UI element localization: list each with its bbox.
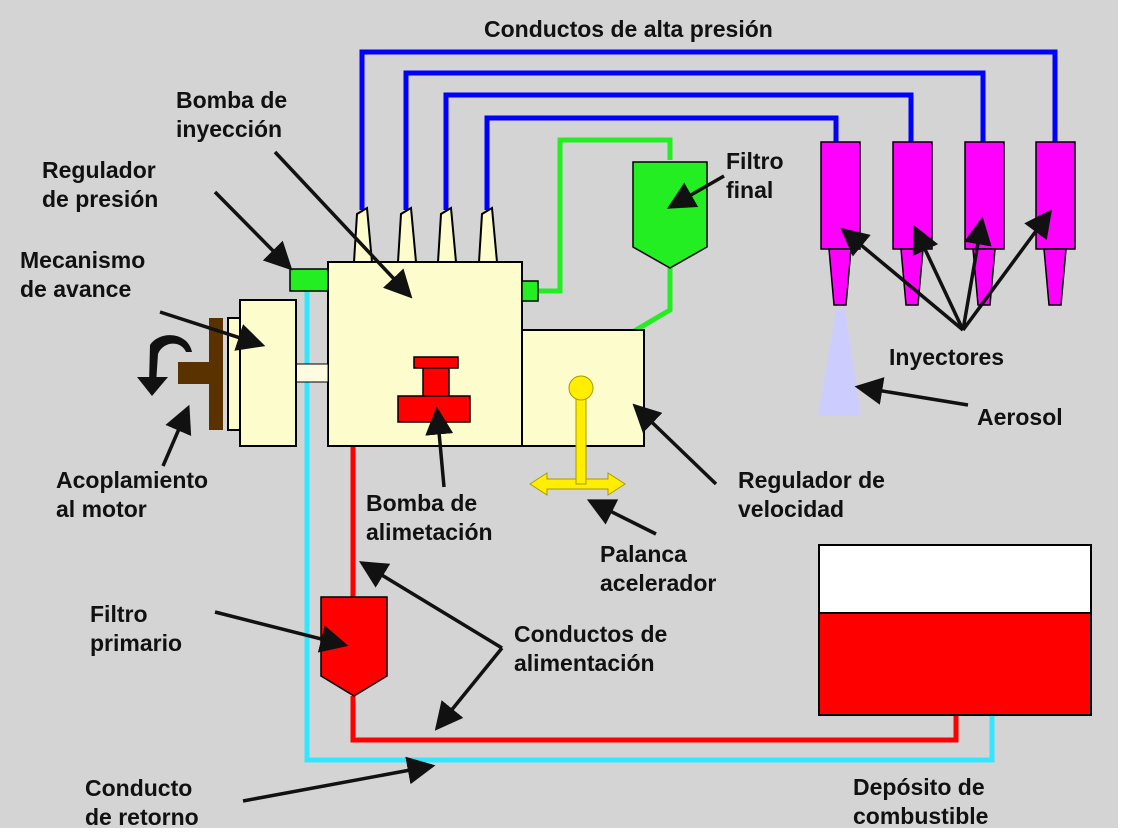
pump-outlet-2 — [396, 206, 418, 263]
high-pressure-line-3 — [443, 92, 914, 210]
pump-outlets — [352, 206, 499, 263]
feed-pump-body — [397, 395, 471, 423]
arrow-feed-pump — [425, 406, 454, 488]
arrow-speed-regulator — [632, 403, 718, 486]
arrow-injector-2 — [912, 224, 965, 331]
drive-shaft — [295, 363, 329, 383]
return-line — [304, 284, 995, 763]
arrow-throttle — [586, 499, 657, 536]
pump-outlet-4 — [477, 206, 499, 263]
pressure-regulator — [289, 268, 329, 292]
high-pressure-lines — [359, 49, 1058, 210]
coupling-shaft — [178, 362, 212, 384]
arrow-advance — [159, 310, 266, 351]
fuel-tank — [818, 544, 1092, 716]
advance-mechanism — [227, 299, 297, 447]
final-filter — [632, 161, 708, 269]
arrow-supply-lower — [434, 646, 504, 731]
arrow-primary-filter — [214, 610, 349, 653]
arrow-final-filter — [666, 174, 725, 209]
pointer-arrows — [159, 150, 1053, 803]
label-aerosol: Aerosol — [977, 404, 1063, 430]
high-pressure-line-4 — [484, 115, 839, 210]
high-pressure-line-2 — [403, 70, 986, 210]
throttle-lever — [529, 375, 626, 496]
label-injectors: Inyectores — [889, 344, 1005, 370]
feed-pump-stem — [422, 367, 450, 397]
high-pressure-line-1 — [359, 49, 1058, 210]
coupling-flange — [209, 318, 223, 430]
arrow-pump — [273, 150, 413, 299]
advance-body — [239, 299, 297, 447]
supply-line-tank — [350, 696, 959, 743]
pump-outlet-3 — [436, 206, 458, 263]
primary-filter — [320, 596, 388, 697]
engine-coupling — [178, 318, 223, 430]
throttle-knob — [568, 375, 594, 401]
filtered-line-out — [537, 137, 673, 294]
label-high-pressure-lines: Conductos de alta presión — [484, 16, 773, 42]
arrow-injector-4 — [961, 209, 1053, 332]
arrow-pressure-regulator — [213, 190, 293, 271]
tank-air — [818, 544, 1092, 614]
green-fitting — [521, 280, 539, 302]
arrow-injector-1 — [840, 227, 965, 332]
arrow-return — [242, 756, 436, 803]
rotation-arrow-icon — [137, 335, 192, 396]
throttle-stem — [575, 395, 587, 485]
aerosol-spray — [818, 310, 861, 416]
arrow-supply-upper — [359, 561, 503, 650]
arrow-injector-3 — [961, 216, 992, 331]
arrow-coupling — [161, 404, 192, 467]
tank-fuel — [818, 612, 1092, 716]
arrow-aerosol — [854, 377, 969, 407]
feed-pump-cap — [413, 356, 459, 369]
